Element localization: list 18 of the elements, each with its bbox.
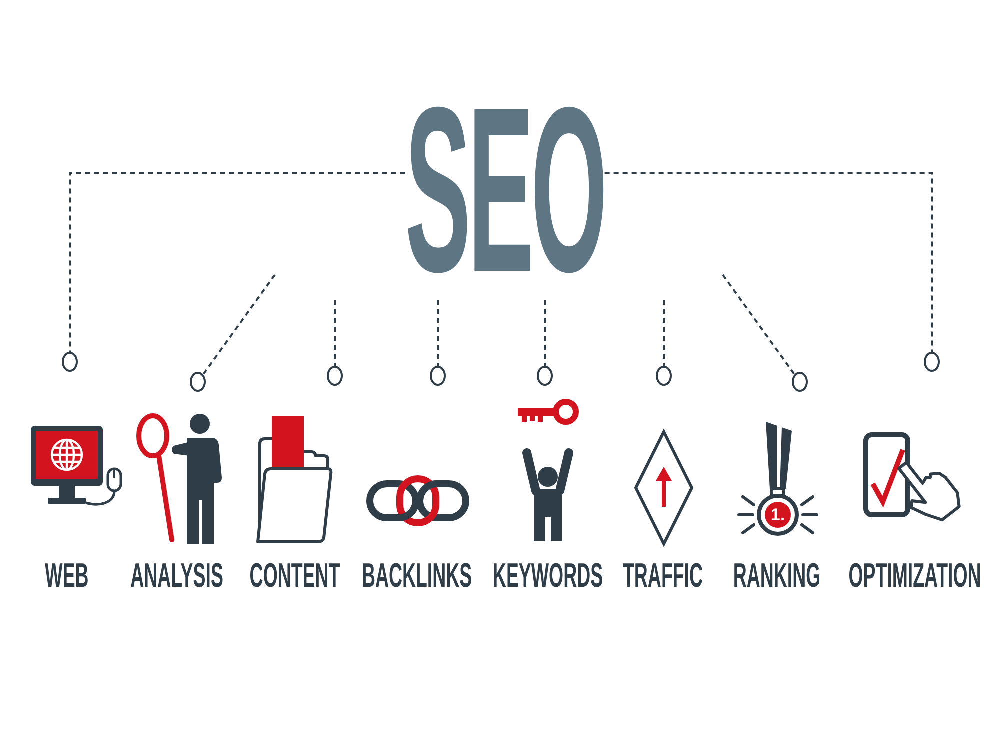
topic-label: CONTENT: [250, 559, 340, 593]
dashed-connector: [69, 172, 406, 353]
topic-label: ANALYSIS: [130, 559, 224, 593]
dashed-connector: [334, 300, 336, 367]
topic-label: TRAFFIC: [623, 559, 703, 593]
topic-label: WEB: [45, 559, 89, 593]
hub-title: SEO: [405, 96, 605, 284]
medal-number: 1.: [770, 506, 786, 524]
topic-label: KEYWORDS: [492, 559, 604, 593]
dashed-connector: [437, 300, 439, 367]
dashed-connector: [202, 274, 276, 376]
dashed-connector: [604, 172, 933, 353]
dashed-connector: [544, 300, 546, 367]
topic-label: OPTIMIZATION: [848, 559, 982, 593]
dashed-connector: [663, 300, 665, 367]
topic-label: BACKLINKS: [362, 559, 472, 593]
topic-label: RANKING: [733, 559, 821, 593]
dashed-connector: [722, 274, 796, 376]
